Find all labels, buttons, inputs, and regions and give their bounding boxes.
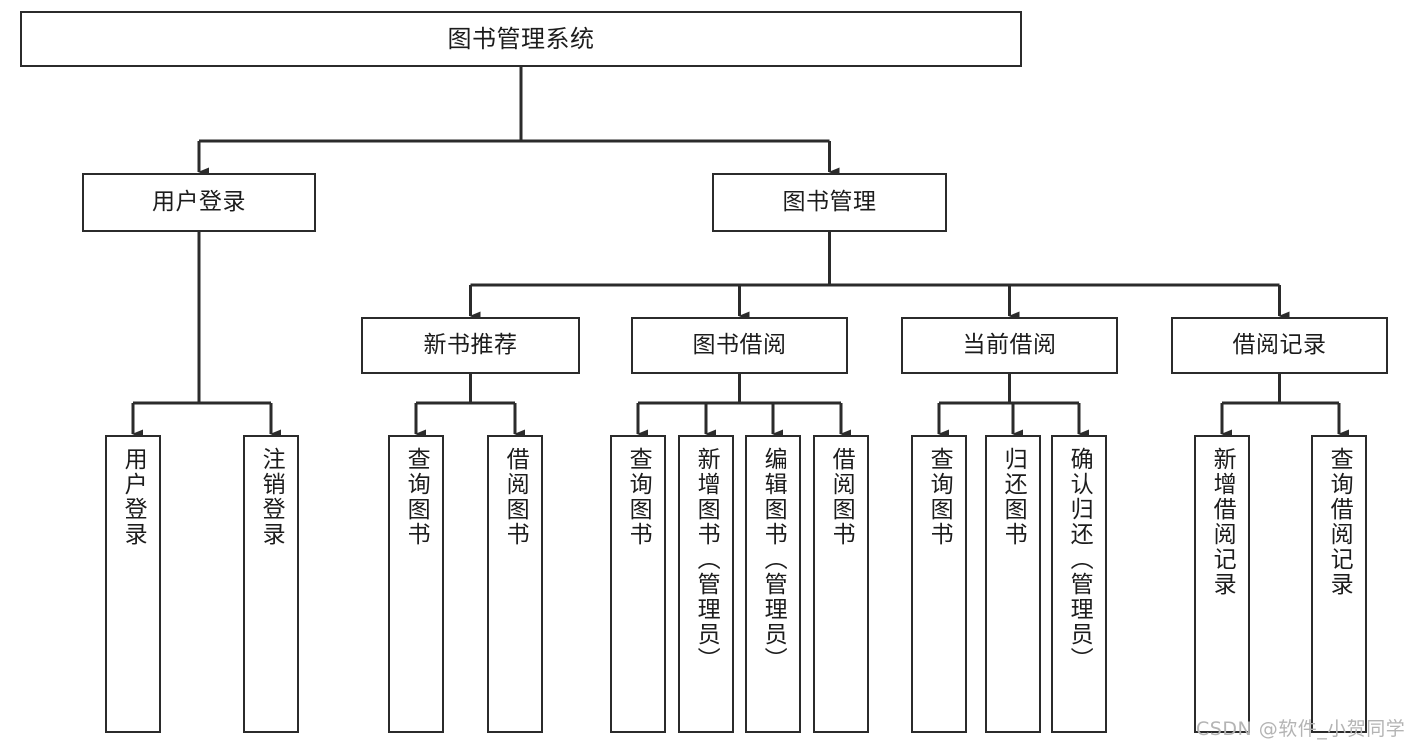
node-label-leaf-borrow-edit: 编辑图书（管理员） [760, 447, 787, 672]
node-leaf-borrow-edit[interactable]: 编辑图书（管理员） [745, 435, 801, 733]
node-user-login[interactable]: 用户登录 [82, 173, 316, 232]
node-leaf-rec-query[interactable]: 查询图书 [388, 435, 444, 733]
node-label-leaf-rec-search: 查询借阅记录 [1326, 447, 1353, 597]
node-label-leaf-cur-confirm: 确认归还（管理员） [1066, 447, 1093, 672]
node-leaf-rec-add[interactable]: 新增借阅记录 [1194, 435, 1250, 733]
node-label-user-login: 用户登录 [152, 188, 246, 215]
node-leaf-rec-borrow[interactable]: 借阅图书 [487, 435, 543, 733]
node-label-leaf-user-login: 用户登录 [120, 447, 147, 547]
node-label-leaf-rec-query: 查询图书 [403, 447, 430, 547]
node-label-leaf-cur-return: 归还图书 [1000, 447, 1027, 547]
node-leaf-user-login[interactable]: 用户登录 [105, 435, 161, 733]
node-leaf-cur-confirm[interactable]: 确认归还（管理员） [1051, 435, 1107, 733]
node-leaf-cur-query[interactable]: 查询图书 [911, 435, 967, 733]
node-label-leaf-cur-query: 查询图书 [926, 447, 953, 547]
node-borrow-record[interactable]: 借阅记录 [1171, 317, 1388, 374]
node-book-manage[interactable]: 图书管理 [712, 173, 947, 232]
node-leaf-rec-search[interactable]: 查询借阅记录 [1311, 435, 1367, 733]
node-new-book-rec[interactable]: 新书推荐 [361, 317, 580, 374]
node-label-leaf-rec-borrow: 借阅图书 [502, 447, 529, 547]
node-root[interactable]: 图书管理系统 [20, 11, 1022, 67]
node-label-leaf-borrow-add: 新增图书（管理员） [693, 447, 720, 672]
node-label-root: 图书管理系统 [447, 24, 595, 53]
node-label-current-borrow: 当前借阅 [962, 331, 1057, 358]
node-label-leaf-rec-add: 新增借阅记录 [1209, 447, 1236, 597]
node-label-leaf-borrow-query: 查询图书 [625, 447, 652, 547]
node-label-leaf-user-logout: 注销登录 [258, 447, 285, 547]
node-current-borrow[interactable]: 当前借阅 [901, 317, 1118, 374]
edge-group [131, 67, 1349, 439]
node-book-borrow[interactable]: 图书借阅 [631, 317, 848, 374]
csdn-watermark: CSDN @软件_小贺同学 [1196, 718, 1405, 740]
node-leaf-user-logout[interactable]: 注销登录 [243, 435, 299, 733]
node-label-book-borrow: 图书借阅 [692, 331, 787, 358]
node-label-book-manage: 图书管理 [782, 188, 877, 215]
node-leaf-borrow-query[interactable]: 查询图书 [610, 435, 666, 733]
node-leaf-cur-return[interactable]: 归还图书 [985, 435, 1041, 733]
node-label-new-book-rec: 新书推荐 [423, 331, 518, 358]
node-leaf-borrow-lend[interactable]: 借阅图书 [813, 435, 869, 733]
node-label-leaf-borrow-lend: 借阅图书 [828, 447, 855, 547]
node-label-borrow-record: 借阅记录 [1232, 331, 1327, 358]
node-leaf-borrow-add[interactable]: 新增图书（管理员） [678, 435, 734, 733]
